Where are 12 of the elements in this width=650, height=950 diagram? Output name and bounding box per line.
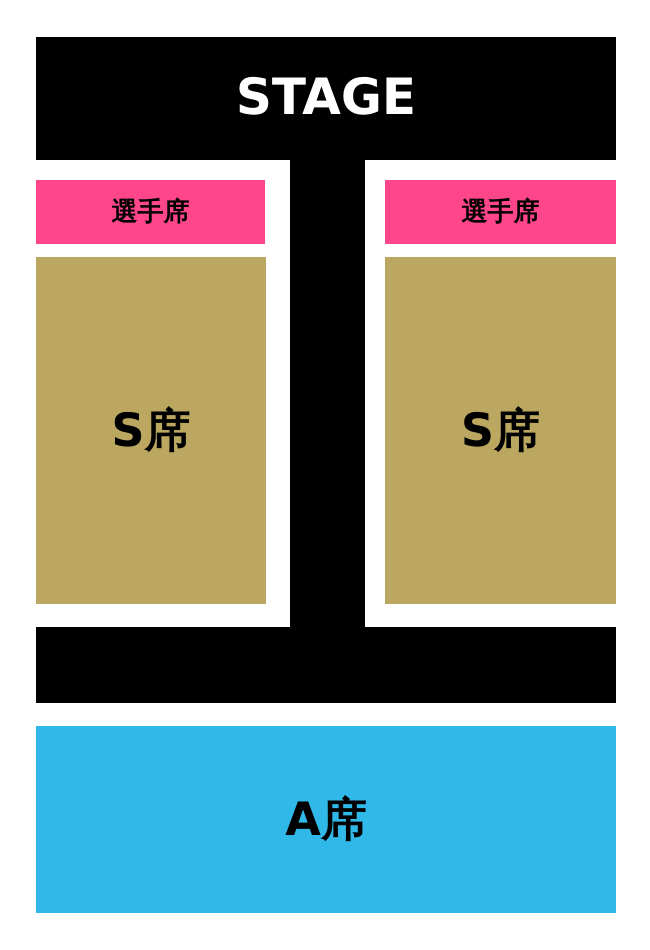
seating-area [385,180,616,244]
seat-label: 選手席 [462,198,540,226]
seat-label: A席 [285,794,367,845]
stage-label: STAGE [236,70,416,125]
seating-area [36,180,265,244]
seat-label: 選手席 [112,198,190,226]
seating-area [385,257,616,604]
seat-label: S席 [460,405,540,456]
seat-label: S席 [111,405,191,456]
seating-area [36,726,616,913]
stage-block [36,37,616,703]
seating-area [36,257,266,604]
